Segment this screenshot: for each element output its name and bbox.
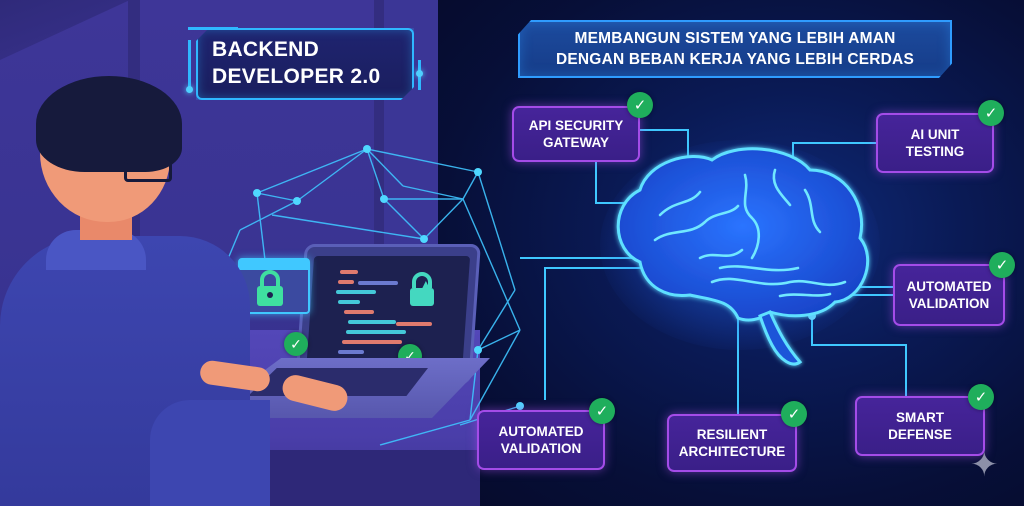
card-label-line-1: AUTOMATED — [906, 279, 992, 294]
code-line — [342, 340, 402, 344]
check-icon: ✓ — [978, 100, 1004, 126]
developer-arm — [150, 400, 270, 506]
code-line — [348, 320, 396, 324]
headline-line-1: MEMBANGUN SISTEM YANG LEBIH AMAN — [574, 30, 896, 47]
card-label-line-1: SMART — [896, 410, 944, 425]
code-line — [336, 290, 376, 294]
check-icon: ✓ — [968, 384, 994, 410]
card-label-line-1: API SECURITY — [528, 118, 624, 133]
check-icon: ✓ — [284, 332, 308, 356]
window-title-bar — [240, 260, 308, 270]
developer-hair — [36, 76, 182, 172]
circuit-trace — [188, 40, 191, 90]
feature-card-smart-defense: SMART DEFENSE — [855, 396, 985, 456]
card-label-line-1: AI UNIT — [910, 127, 960, 142]
sparkle-icon: ✦ — [970, 446, 999, 484]
card-label-line-2: ARCHITECTURE — [678, 444, 786, 459]
check-icon: ✓ — [781, 401, 807, 427]
headline-line-2: DENGAN BEBAN KERJA YANG LEBIH CERDAS — [555, 51, 914, 68]
headline-banner: MEMBANGUN SISTEM YANG LEBIH AMAN DENGAN … — [518, 20, 952, 78]
circuit-node — [416, 70, 423, 77]
feature-card-resilient-architecture: RESILIENT ARCHITECTURE — [667, 414, 797, 472]
card-label-line-1: RESILIENT — [696, 427, 768, 442]
code-line — [344, 310, 374, 314]
card-label-line-2: TESTING — [905, 144, 965, 159]
feature-card-automated-validation-right: AUTOMATED VALIDATION — [893, 264, 1005, 326]
feature-card-ai-unit-testing: AI UNIT TESTING — [876, 113, 994, 173]
title-badge — [196, 28, 414, 100]
circuit-node — [186, 86, 193, 93]
feature-card-api-security-gateway: API SECURITY GATEWAY — [512, 106, 640, 162]
check-icon: ✓ — [627, 92, 653, 118]
card-label-line-2: DEFENSE — [888, 427, 952, 442]
code-line — [338, 280, 354, 284]
code-line — [346, 330, 406, 334]
card-label-line-2: GATEWAY — [542, 135, 609, 150]
title-line-2: DEVELOPER 2.0 — [212, 65, 381, 88]
feature-card-automated-validation-bottom: AUTOMATED VALIDATION — [477, 410, 605, 470]
check-icon: ✓ — [989, 252, 1015, 278]
glasses-icon — [124, 160, 172, 182]
card-label-line-2: VALIDATION — [500, 441, 582, 456]
code-line — [358, 281, 398, 285]
title-line-1: BACKEND — [212, 38, 320, 61]
check-icon: ✓ — [589, 398, 615, 424]
code-line — [338, 350, 364, 354]
card-label-line-1: AUTOMATED — [498, 424, 584, 439]
code-line — [338, 300, 360, 304]
code-line — [340, 270, 358, 274]
card-label-line-2: VALIDATION — [908, 296, 990, 311]
page-title: BACKEND DEVELOPER 2.0 — [212, 36, 380, 90]
code-line — [396, 322, 432, 326]
